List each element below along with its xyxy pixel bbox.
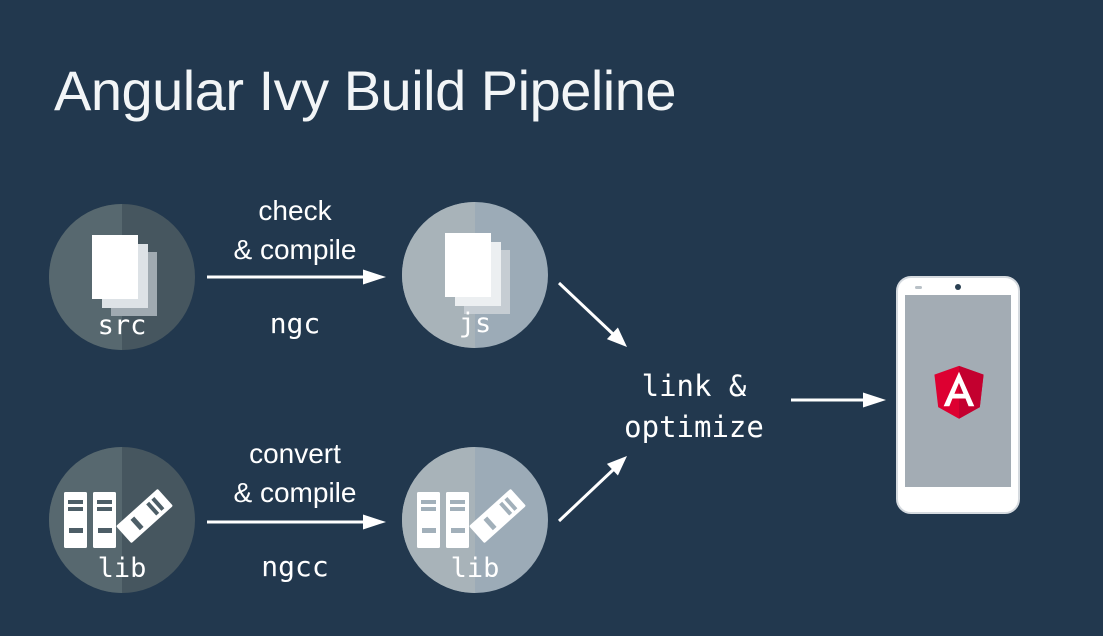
step-check-compile-line1: check xyxy=(258,195,332,226)
phone-speaker xyxy=(915,286,922,289)
page-title: Angular Ivy Build Pipeline xyxy=(54,59,677,122)
step-check-compile-line2: & compile xyxy=(233,234,357,265)
arrow-link-to-device xyxy=(791,392,886,408)
angular-logo xyxy=(934,365,984,419)
phone-screen xyxy=(905,295,1011,487)
arrow-src-to-js xyxy=(207,269,386,285)
books-icon xyxy=(64,488,180,551)
step-link-optimize-line2: optimize xyxy=(624,410,764,444)
book-upright xyxy=(417,492,440,548)
smartphone-icon xyxy=(896,276,1020,514)
step-check-compile-label: check & compile xyxy=(195,191,395,269)
node-src: src xyxy=(49,204,195,350)
document-page-front xyxy=(445,233,491,297)
node-lib-compiled: lib xyxy=(402,447,548,593)
book-upright xyxy=(446,492,469,548)
node-js: js xyxy=(402,202,548,348)
step-convert-compile-label: convert & compile xyxy=(195,434,395,512)
node-lib-compiled-label: lib xyxy=(450,553,500,584)
tool-ngcc-label: ngcc xyxy=(261,550,329,583)
arrow-lib-to-lib xyxy=(207,514,386,530)
book-upright xyxy=(93,492,116,548)
documents-icon xyxy=(445,233,510,314)
books-icon xyxy=(417,488,533,551)
documents-icon xyxy=(92,235,157,316)
node-js-label: js xyxy=(458,308,492,339)
node-lib-source-label: lib xyxy=(97,553,147,584)
node-src-label: src xyxy=(97,310,147,341)
step-convert-compile-line1: convert xyxy=(249,438,341,469)
phone-camera xyxy=(955,284,961,290)
tool-ngc-label: ngc xyxy=(269,307,321,340)
arrow-js-to-link xyxy=(557,281,627,347)
arrow-lib-to-link xyxy=(557,456,627,523)
step-convert-compile-line2: & compile xyxy=(233,477,357,508)
step-link-optimize-label: link & optimize xyxy=(583,366,805,448)
node-lib-source: lib xyxy=(49,447,195,593)
book-upright xyxy=(64,492,87,548)
document-page-front xyxy=(92,235,138,299)
step-link-optimize-line1: link & xyxy=(641,369,747,403)
